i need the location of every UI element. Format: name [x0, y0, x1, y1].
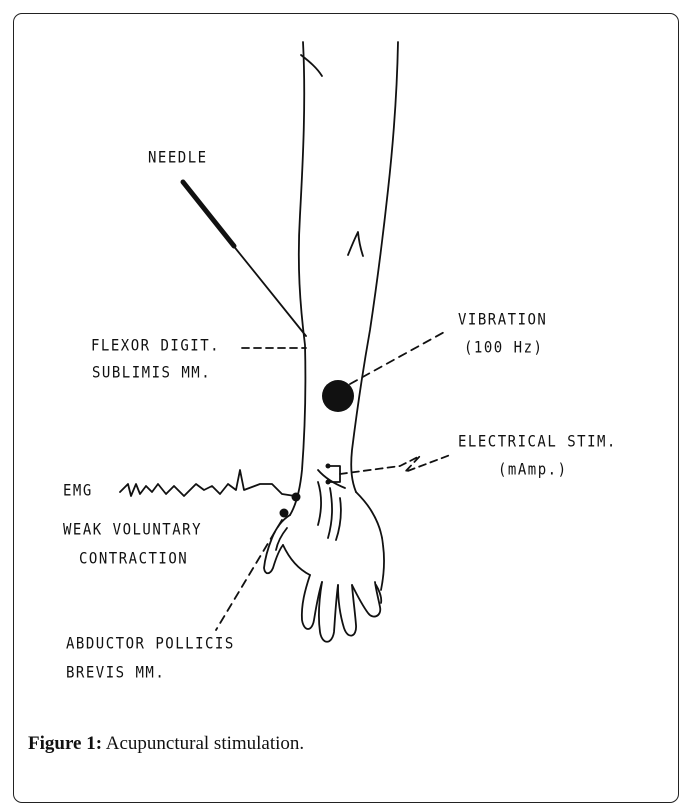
emg-electrode-1	[292, 493, 301, 502]
finger-3	[338, 585, 356, 636]
emg-trace	[120, 470, 295, 496]
emg-electrode-2	[280, 509, 289, 518]
figure-caption-label: Figure 1:	[28, 733, 102, 754]
electrical-unit-label: (mAmp.)	[498, 461, 568, 479]
weak-contraction-label: WEAK VOLUNTARY	[63, 521, 202, 539]
palm-left	[283, 545, 310, 575]
needle-handle	[183, 182, 234, 246]
muscle-mark	[348, 232, 363, 256]
flexor-label-line2: SUBLIMIS MM.	[92, 364, 211, 382]
needle-shaft	[232, 244, 306, 336]
electrical-stim-label: ELECTRICAL STIM.	[458, 433, 617, 451]
finger-4	[352, 582, 380, 617]
abductor-label: ABDUCTOR POLLICIS	[66, 635, 235, 653]
electrical-pointer	[340, 455, 450, 474]
needle-label: NEEDLE	[148, 149, 208, 167]
abductor-pointer	[216, 520, 282, 630]
weak-contraction-label-line2: CONTRACTION	[79, 550, 188, 568]
abductor-label-line2: BREVIS MM.	[66, 664, 165, 682]
flexor-label: FLEXOR DIGIT.	[91, 337, 220, 355]
finger-2	[319, 582, 338, 642]
emg-label: EMG	[63, 482, 93, 500]
palm-right	[356, 492, 384, 590]
figure-caption-text: Acupunctural stimulation.	[102, 733, 304, 754]
figure-caption: Figure 1: Acupunctural stimulation.	[28, 733, 304, 755]
vibration-label: VIBRATION	[458, 311, 547, 329]
arm-right-contour	[351, 42, 398, 492]
vibration-dot	[322, 380, 354, 412]
arm-left-contour	[290, 42, 305, 515]
vibration-frequency-label: (100 Hz)	[464, 339, 543, 357]
